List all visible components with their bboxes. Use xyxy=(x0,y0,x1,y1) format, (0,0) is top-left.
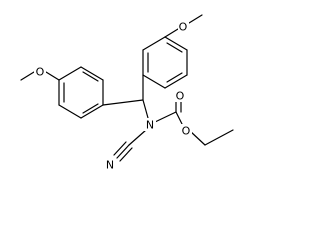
bond xyxy=(45,71,60,81)
bond xyxy=(164,36,188,51)
bond xyxy=(164,74,188,89)
nitrogen-atom-label: N xyxy=(104,158,116,172)
bond xyxy=(188,14,203,24)
bond xyxy=(58,104,82,119)
bond xyxy=(164,28,179,38)
svg-text:N: N xyxy=(106,159,114,172)
bond xyxy=(116,144,130,159)
bond xyxy=(175,111,183,125)
bond xyxy=(80,104,104,119)
svg-text:O: O xyxy=(176,90,185,103)
nitrogen-atom-label: N xyxy=(144,118,156,132)
bond xyxy=(142,99,149,119)
bond xyxy=(20,71,35,81)
oxygen-atom-label: O xyxy=(178,20,189,34)
bond xyxy=(189,130,206,146)
bond xyxy=(204,129,234,146)
bond xyxy=(142,36,166,51)
bond xyxy=(128,129,147,146)
bond xyxy=(102,99,144,106)
bond xyxy=(166,42,183,53)
svg-text:O: O xyxy=(179,21,188,34)
atom-labels: O O N O O N xyxy=(34,20,192,172)
oxygen-atom-label: O xyxy=(34,65,46,79)
svg-text:O: O xyxy=(36,66,45,79)
bond xyxy=(119,147,133,162)
bond xyxy=(113,141,127,156)
bond xyxy=(166,72,183,83)
bond xyxy=(80,66,104,81)
oxygen-atom-label: O xyxy=(174,89,186,103)
svg-text:N: N xyxy=(146,119,154,132)
structure-diagram: O O N O O N xyxy=(20,14,234,172)
svg-text:O: O xyxy=(182,125,191,138)
bond xyxy=(58,66,82,81)
bond xyxy=(142,74,166,89)
bond xyxy=(82,103,99,114)
oxygen-atom-label: O xyxy=(180,124,192,138)
bonds xyxy=(20,14,234,162)
bond xyxy=(82,71,99,82)
bond xyxy=(154,111,177,123)
